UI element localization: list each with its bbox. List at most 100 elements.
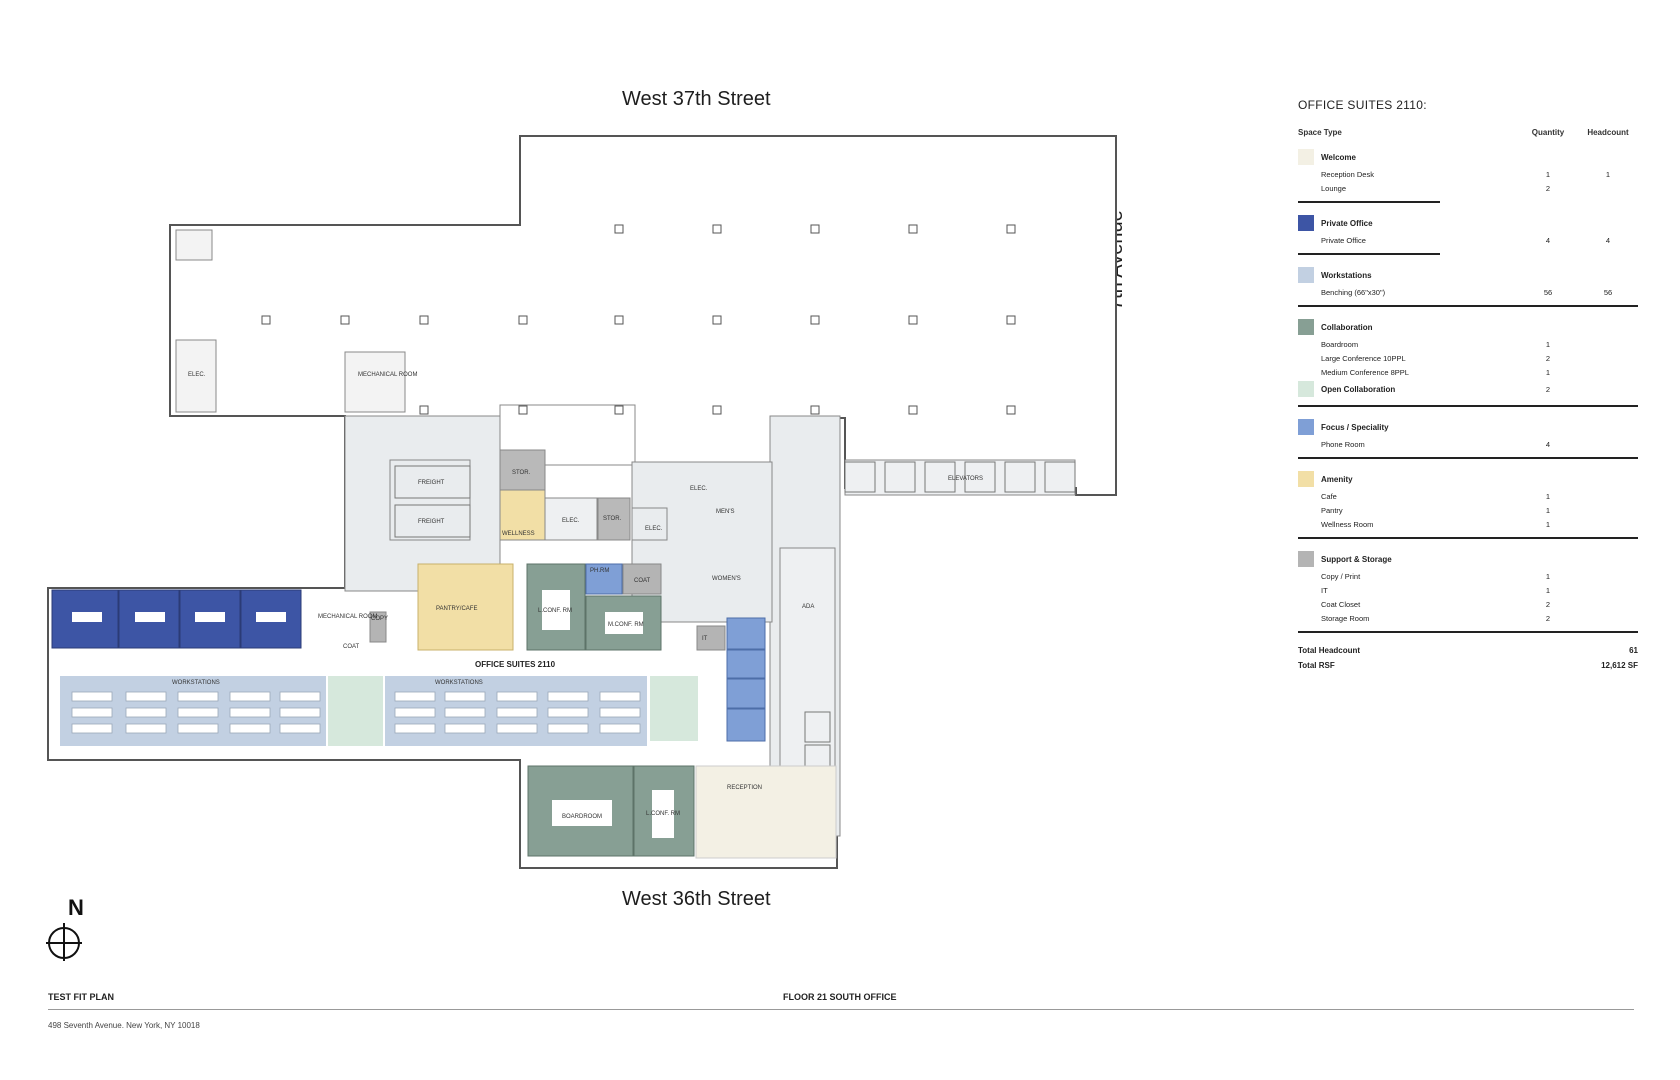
legend-group-header: Amenity — [1298, 469, 1638, 489]
legend-group-header: Focus / Speciality — [1298, 417, 1638, 437]
total-rsf-row: Total RSF 12,612 SF — [1298, 658, 1638, 673]
footer-floor: FLOOR 21 SOUTH OFFICE — [783, 992, 897, 1002]
street-label-south: West 36th Street — [622, 888, 771, 910]
legend-row-quantity: 1 — [1545, 169, 1551, 179]
legend-row-label: Cafe — [1321, 491, 1337, 501]
legend-row-quantity: 1 — [1545, 571, 1551, 581]
legend-row: Cafe 1 — [1298, 489, 1638, 503]
legend-group-name: Amenity — [1321, 474, 1353, 484]
legend-divider — [1298, 537, 1638, 539]
legend-row: Copy / Print 1 — [1298, 569, 1638, 583]
label-elec-2: ELEC. — [645, 526, 663, 532]
legend-divider — [1298, 457, 1638, 459]
legend-swatch — [1298, 149, 1314, 165]
conference-tables — [542, 590, 674, 838]
legend-row-quantity: 4 — [1545, 439, 1551, 449]
north-label: N — [68, 897, 84, 920]
legend-group-header: Workstations — [1298, 265, 1638, 285]
legend-row-label: Private Office — [1321, 235, 1366, 245]
legend-divider — [1298, 305, 1638, 307]
legend-swatch — [1298, 419, 1314, 435]
north-arrow-icon: N — [46, 897, 84, 961]
legend-row-quantity: 56 — [1543, 287, 1553, 297]
legend-col-headcount: Headcount — [1587, 128, 1629, 137]
legend-swatch — [1298, 267, 1314, 283]
label-elec-1: ELEC. — [562, 518, 580, 524]
legend-group-name: Support & Storage — [1321, 554, 1392, 564]
total-headcount-value: 61 — [1629, 646, 1638, 655]
label-l-conf-rm-2: L.CONF. RM — [646, 811, 680, 817]
legend-swatch — [1298, 215, 1314, 231]
legend-swatch — [1298, 551, 1314, 567]
label-elevators: ELEVATORS — [948, 476, 983, 482]
legend-row-label: Medium Conference 8PPL — [1321, 367, 1409, 377]
legend-group-name: Focus / Speciality — [1321, 422, 1389, 432]
total-rsf-value: 12,612 SF — [1601, 661, 1638, 670]
legend-row-label: Copy / Print — [1321, 571, 1361, 581]
legend-swatch — [1298, 471, 1314, 487]
legend-row-quantity: 2 — [1545, 183, 1551, 193]
legend-row-quantity: 2 — [1545, 353, 1551, 363]
label-workstations-1: WORKSTATIONS — [172, 680, 220, 686]
legend-divider — [1298, 253, 1440, 255]
support-zones — [369, 563, 726, 651]
label-it: IT — [702, 636, 708, 642]
label-elec-left: ELEC. — [188, 372, 206, 378]
legend-group-header: Support & Storage — [1298, 549, 1638, 569]
legend-row-quantity: 1 — [1545, 491, 1551, 501]
legend-swatch — [1298, 381, 1314, 397]
legend-row-label: Reception Desk — [1321, 169, 1374, 179]
label-wellness: WELLNESS — [502, 531, 535, 537]
label-freight-2: FREIGHT — [418, 519, 445, 525]
label-ada: ADA — [802, 604, 814, 610]
legend-header: Space Type Quantity Headcount — [1298, 128, 1638, 137]
legend-row-quantity: 1 — [1545, 339, 1551, 349]
legend-swatch — [1298, 319, 1314, 335]
label-stor-2: STOR. — [603, 516, 622, 522]
office-desks — [72, 612, 286, 622]
welcome-zone — [695, 765, 837, 859]
legend-row-label: Coat Closet — [1321, 599, 1361, 609]
legend-row-quantity: 4 — [1545, 235, 1551, 245]
label-coat-1: COAT — [634, 578, 651, 584]
legend-row-quantity: 1 — [1545, 585, 1551, 595]
structural-columns — [261, 224, 1016, 415]
total-headcount-label: Total Headcount — [1298, 646, 1361, 655]
total-headcount-row: Total Headcount 61 — [1298, 643, 1638, 658]
legend-row-quantity: 2 — [1545, 613, 1551, 623]
phone-rooms — [585, 563, 766, 742]
footer-address: 498 Seventh Avenue. New York, NY 10018 — [48, 1021, 200, 1030]
label-elec-3: ELEC. — [690, 486, 708, 492]
legend-row-label: Wellness Room — [1321, 519, 1374, 529]
legend-row-headcount: 56 — [1603, 287, 1613, 297]
legend-divider — [1298, 405, 1638, 407]
legend-group-name: Workstations — [1321, 270, 1372, 280]
legend-row-quantity: 1 — [1545, 505, 1551, 515]
legend-row: Reception Desk 1 1 — [1298, 167, 1638, 181]
legend-row-label: Boardroom — [1321, 339, 1359, 349]
label-copy: COPY — [371, 616, 388, 622]
label-mechanical-room-left: MECHANICAL ROOM — [318, 614, 377, 620]
legend-row-headcount: 4 — [1605, 235, 1611, 245]
legend-divider — [1298, 201, 1440, 203]
label-reception: RECEPTION — [727, 785, 762, 791]
legend-group-header: Private Office — [1298, 213, 1638, 233]
legend-row: Private Office 4 4 — [1298, 233, 1638, 247]
suite-name-label: OFFICE SUITES 2110 — [475, 660, 556, 669]
legend-row-headcount: 1 — [1605, 169, 1611, 179]
